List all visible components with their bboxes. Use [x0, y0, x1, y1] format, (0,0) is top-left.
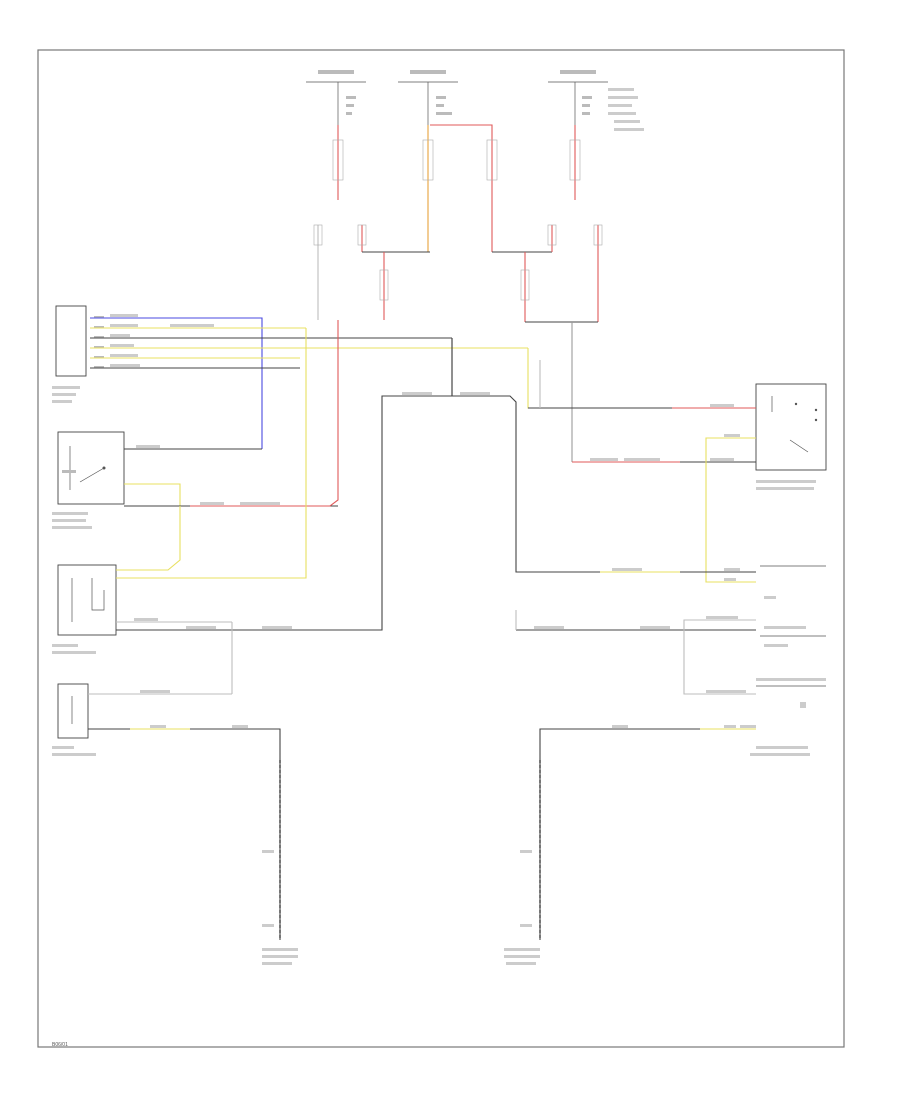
- fuse-box-left: [306, 70, 366, 125]
- fuse-box-center: [398, 70, 458, 125]
- footer-code: B06/01: [52, 1042, 68, 1048]
- left-seat-back-heater: [52, 683, 96, 756]
- diagram-frame: [37, 49, 845, 1048]
- left-seat-cushion-heater: [52, 564, 117, 654]
- left-cushion-wiring: [116, 328, 510, 694]
- left-back-heater-wiring: [88, 690, 281, 940]
- right-cushion-wiring: [451, 338, 756, 695]
- right-seat-cushion-heater: [760, 565, 826, 647]
- right-back-heater-wiring: [539, 725, 756, 940]
- ground-right: [504, 760, 541, 965]
- left-relay-wiring: [124, 320, 339, 507]
- ground-left: [262, 760, 298, 965]
- fuse-box-right: [548, 70, 644, 131]
- seat-heater-control-switch: [52, 305, 104, 403]
- top-wiring: [313, 124, 603, 462]
- right-seat-back-heater: [750, 678, 826, 756]
- control-switch-wiring: [90, 314, 528, 449]
- right-relay-wiring: [527, 348, 756, 583]
- right-seat-heater-relay: [755, 383, 827, 490]
- left-seat-heater-relay: [52, 431, 125, 529]
